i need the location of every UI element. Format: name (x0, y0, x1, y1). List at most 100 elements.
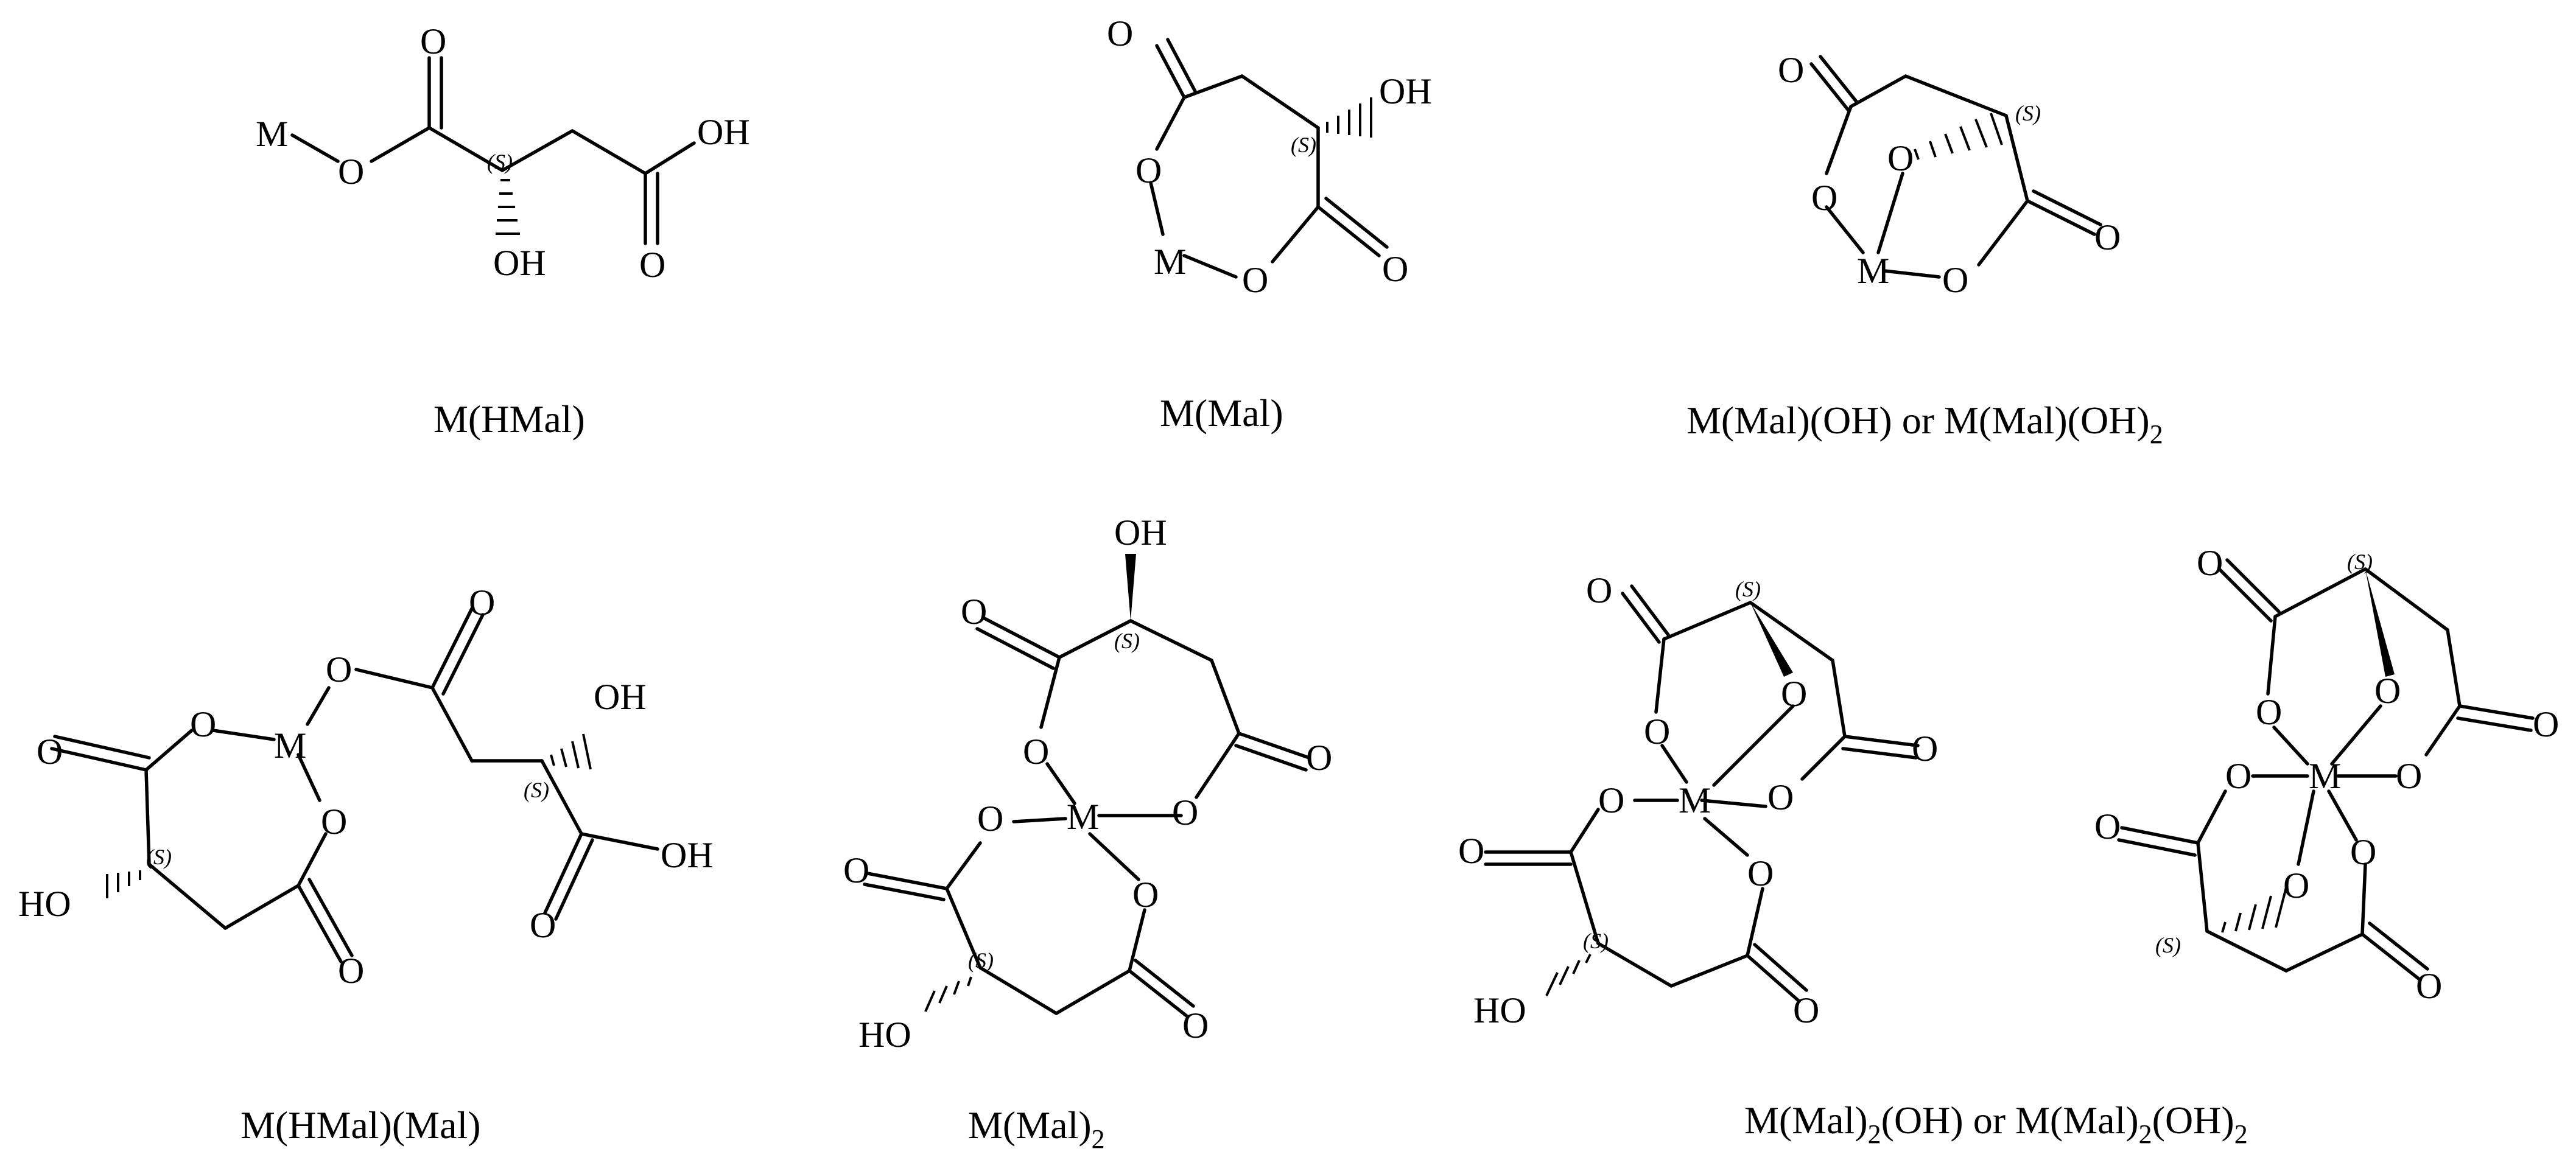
caption-m-mal2: M(Mal)2 (968, 1103, 1105, 1154)
oxygen-label: O (1132, 875, 1159, 915)
oxygen-label: O (326, 649, 352, 690)
metal-label: M (1679, 780, 1711, 820)
oxygen-label: O (2533, 704, 2559, 744)
oxygen-label: O (1172, 792, 1198, 833)
oxygen-label: O (1747, 853, 1774, 893)
metal-label: M (1857, 251, 1889, 291)
wedge-bond (1125, 554, 1136, 621)
oxygen-label: O (1912, 729, 1938, 769)
caption-subscript: 2 (2150, 419, 2163, 449)
hydroxyl-label: OH (697, 112, 750, 152)
oxygen-label: O (2350, 832, 2376, 872)
oxygen-label: O (1598, 780, 1624, 820)
oxygen-label: O (1107, 13, 1133, 54)
stereo-label: (S) (1291, 133, 1316, 157)
oxygen-label: O (1382, 249, 1408, 289)
oxygen-label: O (1887, 138, 1914, 178)
oxygen-label: O (338, 152, 364, 192)
oxygen-label: O (2416, 966, 2442, 1006)
caption-text: M(Mal) (1744, 1099, 1868, 1142)
hydroxyl-label: HO (18, 884, 71, 924)
hydroxyl-label: OH (493, 243, 546, 283)
structure-m-hmal: M O O OH O OH (S) M(HMal) (256, 21, 750, 441)
caption-subscript: 2 (2139, 1119, 2152, 1149)
oxygen-label: O (1182, 1005, 1209, 1046)
oxygen-label: O (1644, 711, 1670, 752)
metal-label: M (2309, 756, 2341, 796)
oxygen-label: O (2197, 543, 2223, 583)
oxygen-label: O (1942, 260, 1968, 300)
structure-m-mal2-oh-left: O O O O O M O O O HO O (S) (S) (1458, 570, 1938, 1030)
wedge-bond (1750, 603, 1793, 677)
oxygen-label: O (1781, 674, 1807, 714)
oxygen-label: O (1793, 990, 1819, 1030)
structure-m-mal2: OH O O O O M O O O HO O (S) (S) M(Mal)2 (843, 512, 1332, 1154)
caption-text: M(Mal)(OH) or M(Mal)(OH) (1686, 399, 2150, 442)
caption-subscript: 2 (1868, 1119, 1881, 1149)
caption-text: (OH) (2152, 1099, 2234, 1142)
oxygen-label: O (1306, 738, 1332, 778)
hydroxyl-label: HO (1473, 990, 1526, 1030)
oxygen-label: O (1767, 777, 1794, 817)
oxygen-label: O (37, 732, 63, 772)
stereo-label: (S) (1583, 929, 1609, 953)
stereo-label: (S) (2015, 101, 2041, 125)
stereo-label: (S) (524, 778, 549, 802)
hydroxyl-label: OH (594, 677, 647, 717)
oxygen-label: O (190, 704, 216, 744)
oxygen-label: O (2225, 756, 2251, 796)
oxygen-label: O (338, 951, 364, 991)
hydroxyl-label: OH (1379, 71, 1432, 111)
oxygen-label: O (1023, 732, 1049, 772)
oxygen-label: O (2094, 217, 2121, 257)
oxygen-label: O (321, 802, 347, 842)
oxygen-label: O (639, 245, 665, 285)
hydroxyl-label: OH (1114, 512, 1167, 553)
stereo-label: (S) (1114, 629, 1140, 653)
oxygen-label: O (2094, 806, 2121, 847)
oxygen-label: O (1135, 150, 1162, 191)
stereo-label: (S) (2347, 550, 2373, 574)
caption-m-hmal: M(HMal) (433, 397, 585, 441)
oxygen-label: O (469, 582, 495, 623)
oxygen-label: O (2256, 692, 2282, 732)
oxygen-label: O (2374, 671, 2401, 711)
caption-m-mal: M(Mal) (1160, 391, 1283, 435)
metal-label: M (1067, 797, 1099, 837)
caption-subscript: 2 (1092, 1124, 1105, 1154)
metal-label: M (256, 114, 288, 154)
oxygen-label: O (1811, 178, 1837, 218)
stereo-label: (S) (2155, 933, 2181, 957)
caption-text: (OH) or M(Mal) (1881, 1099, 2139, 1142)
oxygen-label: O (420, 21, 446, 61)
oxygen-label: O (2396, 756, 2422, 796)
stereo-label: (S) (1735, 577, 1761, 601)
oxygen-label: O (1778, 50, 1804, 90)
stereo-label: (S) (968, 948, 994, 973)
oxygen-label: O (977, 799, 1003, 839)
caption-m-mal2-oh: M(Mal)2(OH) or M(Mal)2(OH)2 (1744, 1099, 2248, 1149)
wedge-bond (2365, 569, 2395, 677)
oxygen-label: O (530, 905, 556, 945)
hydroxyl-label: OH (661, 835, 714, 875)
oxygen-label: O (1242, 260, 1268, 300)
oxygen-label: O (1586, 570, 1612, 610)
caption-m-mal-oh: M(Mal)(OH) or M(Mal)(OH)2 (1686, 399, 2163, 449)
stereo-label: (S) (487, 150, 513, 174)
structure-m-mal2-oh-right: O O O O O M O O O O O (S) (S) (2094, 543, 2559, 1006)
stereo-label: (S) (146, 845, 172, 869)
metal-label: M (274, 725, 306, 766)
oxygen-label: O (843, 850, 869, 890)
structure-m-mal: O OH O O O M (S) M(Mal) (1107, 13, 1432, 435)
caption-subscript: 2 (2234, 1119, 2248, 1149)
metal-label: M (1154, 242, 1186, 282)
oxygen-label: O (961, 592, 987, 632)
caption-text: M(Mal) (968, 1103, 1092, 1147)
hydroxyl-label: HO (858, 1015, 911, 1055)
oxygen-label: O (2283, 865, 2309, 906)
structure-m-hmal-mal: O O M O O HO O O OH O OH (S) (S) M(HMal)… (18, 582, 714, 1147)
caption-m-hmal-mal: M(HMal)(Mal) (240, 1103, 481, 1147)
structure-m-mal-oh: O O O O O M (S) M(Mal)(OH) or M(Mal)(OH)… (1686, 50, 2163, 449)
